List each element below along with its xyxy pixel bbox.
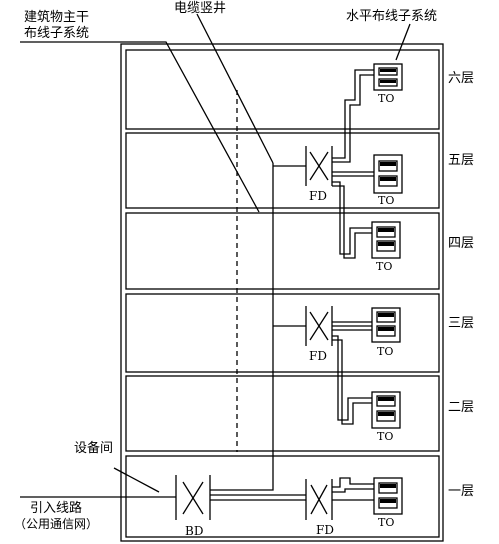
- horizontal-leader: [395, 23, 411, 61]
- floor-label-3: 三层: [448, 316, 474, 331]
- to-outlet-5: [373, 154, 403, 194]
- backbone-label-line1: 建筑物主干: [24, 9, 89, 25]
- floor-3-box: [125, 293, 440, 373]
- backbone-label-line2: 布线子系统: [24, 26, 89, 41]
- floor-label-6: 六层: [448, 71, 474, 86]
- fd-device-1: [305, 479, 333, 520]
- floor-label-4: 四层: [448, 236, 474, 251]
- floor-4-box: [125, 212, 440, 290]
- to-outlet-1: [373, 477, 403, 515]
- fd5-to-to6-b: [332, 74, 374, 163]
- equipment-room-leader: [113, 467, 160, 493]
- fd5-to-to4-b: [332, 185, 372, 259]
- fd-device-5: [305, 146, 333, 186]
- to-label-3: TO: [377, 345, 393, 358]
- backbone-leader: [20, 41, 260, 213]
- fd-label-3: FD: [309, 349, 327, 363]
- cable-shaft-label: 电缆竖井: [174, 0, 226, 16]
- fd1-to-to1-b: [332, 488, 374, 493]
- floor-label-1: 一层: [448, 484, 474, 499]
- incoming-label-line2: （公用通信网）: [14, 517, 98, 531]
- incoming-label-line1: 引入线路: [30, 500, 82, 516]
- floor-label-2: 二层: [448, 400, 474, 415]
- building-outline: [120, 43, 444, 542]
- to-label-4: TO: [376, 260, 392, 273]
- to-outlet-2: [371, 391, 401, 429]
- bd-label: BD: [185, 524, 203, 538]
- fd3-to-to2-b: [332, 339, 372, 425]
- to-label-2: TO: [377, 430, 393, 443]
- to-label-1: TO: [378, 516, 394, 529]
- shaft-leader: [196, 13, 274, 164]
- floor-2-box: [125, 375, 440, 452]
- fd-device-3: [305, 306, 333, 346]
- equipment-room-label: 设备间: [74, 440, 113, 456]
- bd-device: [175, 475, 211, 520]
- fd1-to-to1-a: [332, 477, 374, 488]
- floor-6-box: [125, 49, 440, 130]
- floor-label-5: 五层: [448, 153, 474, 168]
- to-outlet-6: [373, 63, 403, 91]
- to-label-5: TO: [378, 194, 394, 207]
- floor-5-box: [125, 132, 440, 209]
- fd5-to-to4-a: [332, 181, 372, 255]
- fd-label-5: FD: [309, 189, 327, 203]
- to-outlet-3: [371, 307, 401, 343]
- to-outlet-4: [371, 221, 401, 259]
- horizontal-label: 水平布线子系统: [346, 9, 437, 24]
- fd5-to-to6-a: [332, 69, 374, 159]
- bd-to-riser: [210, 478, 274, 491]
- fd-label-1: FD: [316, 523, 334, 537]
- fd3-to-to2-a: [332, 335, 372, 421]
- to-label-6: TO: [378, 92, 394, 105]
